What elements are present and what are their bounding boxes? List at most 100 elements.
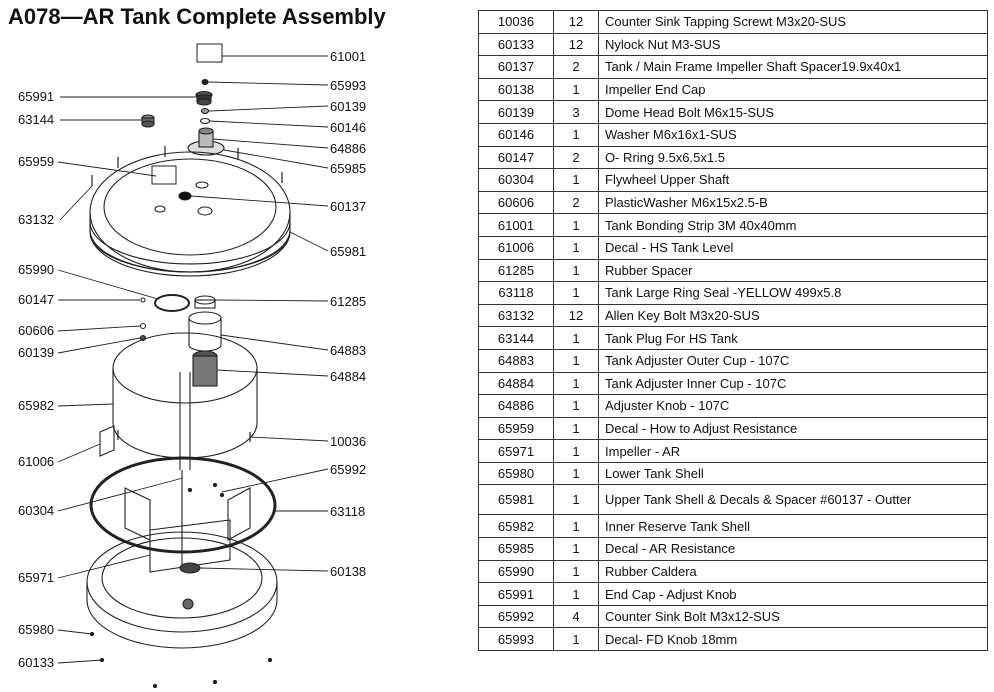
- callout-63118: 63118: [330, 504, 365, 519]
- description-cell: Decal - AR Resistance: [598, 537, 988, 561]
- description-cell: Counter Sink Bolt M3x12-SUS: [598, 604, 988, 629]
- description-cell: Dome Head Bolt M6x15-SUS: [598, 100, 988, 124]
- quantity-cell: 1: [553, 439, 599, 463]
- description-cell: Counter Sink Tapping Screwt M3x20-SUS: [598, 10, 988, 34]
- description-cell: Impeller - AR: [598, 439, 988, 463]
- part-65990-rubber-caldera: [154, 294, 190, 312]
- callout-65990: 65990: [18, 262, 54, 277]
- part-number-cell: 65991: [478, 582, 554, 606]
- part-number-cell: 63132: [478, 303, 554, 328]
- quantity-cell: 4: [553, 604, 599, 629]
- part-64884-inner-cup: [192, 350, 218, 387]
- callout-60304: 60304: [18, 503, 54, 518]
- quantity-cell: 12: [553, 303, 599, 328]
- callout-60147: 60147: [18, 292, 54, 307]
- exploded-assembly-diagram: 61001 65993 65991 60139 63144 60146 6488…: [0, 0, 470, 692]
- quantity-cell: 1: [553, 168, 599, 192]
- part-60606-plastic-washer: [139, 322, 147, 330]
- callout-65993: 65993: [330, 78, 366, 93]
- quantity-cell: 2: [553, 190, 599, 215]
- description-cell: Rubber Caldera: [598, 559, 988, 584]
- quantity-cell: 1: [553, 122, 599, 147]
- part-number-cell: 60133: [478, 32, 554, 57]
- leader-lines: [57, 55, 329, 664]
- quantity-cell: 1: [553, 326, 599, 350]
- description-cell: Decal - HS Tank Level: [598, 235, 988, 260]
- part-number-cell: 60137: [478, 55, 554, 79]
- quantity-cell: 1: [553, 235, 599, 260]
- callout-63144: 63144: [18, 112, 54, 127]
- part-number-cell: 60146: [478, 122, 554, 147]
- part-number-cell: 61285: [478, 258, 554, 283]
- quantity-cell: 1: [553, 394, 599, 418]
- quantity-cell: 1: [553, 77, 599, 102]
- quantity-cell: 1: [553, 537, 599, 561]
- part-60147-o-ring: [140, 297, 146, 303]
- description-cell: Decal - How to Adjust Resistance: [598, 416, 988, 441]
- part-61285-rubber-spacer: [194, 295, 216, 309]
- part-65971-impeller: [124, 470, 251, 573]
- quantity-cell: 1: [553, 213, 599, 237]
- part-64886-adjuster-knob: [187, 127, 225, 156]
- part-number-cell: 65981: [478, 484, 554, 516]
- callout-60137: 60137: [330, 199, 366, 214]
- quantity-cell: 1: [553, 371, 599, 396]
- part-number-cell: 60139: [478, 100, 554, 124]
- description-cell: Allen Key Bolt M3x20-SUS: [598, 303, 988, 328]
- part-number-cell: 60138: [478, 77, 554, 102]
- callout-60139-side: 60139: [18, 345, 54, 360]
- callout-60606: 60606: [18, 323, 54, 338]
- part-number-cell: 65982: [478, 514, 554, 539]
- part-60139-bolt-top: [200, 107, 210, 115]
- description-cell: Tank Large Ring Seal -YELLOW 499x5.8: [598, 281, 988, 305]
- part-number-cell: 60304: [478, 168, 554, 192]
- description-cell: Rubber Spacer: [598, 258, 988, 283]
- callout-65985: 65985: [330, 161, 366, 176]
- part-63118-ring-seal: [89, 456, 277, 554]
- part-65982-inner-reserve-shell: [112, 332, 258, 470]
- callout-60146: 60146: [330, 120, 366, 135]
- part-10036-tapping-screws: [117, 430, 251, 442]
- description-cell: Washer M6x16x1-SUS: [598, 122, 988, 147]
- description-cell: PlasticWasher M6x15x2.5-B: [598, 190, 988, 215]
- description-cell: Nylock Nut M3-SUS: [598, 32, 988, 57]
- part-number-cell: 60606: [478, 190, 554, 215]
- part-63132-allen-bolts: [91, 146, 283, 186]
- callout-65991: 65991: [18, 89, 54, 104]
- callout-61001: 61001: [330, 49, 366, 64]
- description-cell: Tank Adjuster Outer Cup - 107C: [598, 348, 988, 373]
- callout-64883: 64883: [330, 343, 366, 358]
- description-cell: O- Rring 9.5x6.5x1.5: [598, 145, 988, 170]
- callout-65959: 65959: [18, 154, 54, 169]
- part-60146-washer: [199, 117, 211, 125]
- part-number-cell: 65993: [478, 627, 554, 652]
- callout-61285: 61285: [330, 294, 366, 309]
- description-cell: Tank Bonding Strip 3M 40x40mm: [598, 213, 988, 237]
- part-61001-bonding-strip: [196, 43, 223, 63]
- callout-65971: 65971: [18, 570, 54, 585]
- quantity-cell: 12: [553, 10, 599, 34]
- callout-10036: 10036: [330, 434, 366, 449]
- quantity-cell: 1: [553, 627, 599, 652]
- part-64883-outer-cup: [188, 311, 222, 352]
- part-65993-decal: [201, 78, 209, 86]
- callout-65982: 65982: [18, 398, 54, 413]
